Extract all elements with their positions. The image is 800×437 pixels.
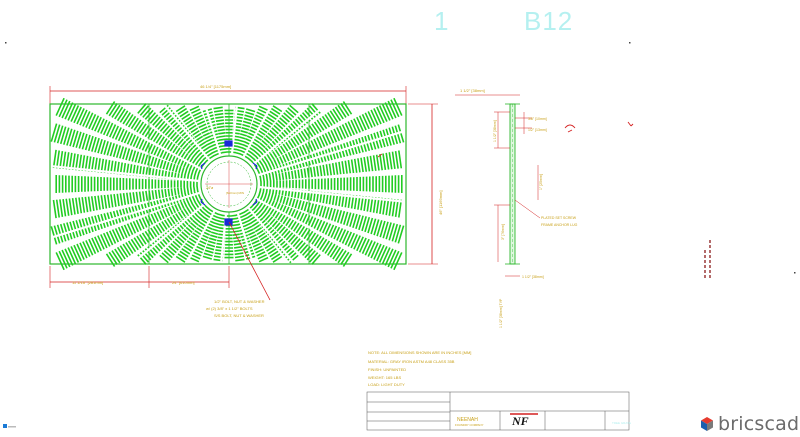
company-sub: FOUNDRY COMPANY <box>455 423 484 427</box>
company-name: NEENAH <box>457 417 478 423</box>
plan-view: 46 1/4" [1175mm] 24"ø [610mm] MIN 46" [1… <box>49 84 443 318</box>
section-dim-e: 3" [76mm] <box>501 224 505 240</box>
note-line-2: MATERIAL: GRAY IRON ASTM A48 CLASS 35B <box>368 359 455 364</box>
detail-mark-2 <box>627 121 634 127</box>
plan-dim-top: 46 1/4" [1175mm] <box>200 84 231 89</box>
section-note-2: FRAME ANCHOR LUG <box>541 223 578 227</box>
detail-mark-3 <box>377 153 383 158</box>
note-line-4: WEIGHT: 165 LBS <box>368 375 401 380</box>
section-dim-top: 1 1/2" [38mm] <box>460 88 485 93</box>
drawing-title: TREE GRATE <box>612 421 631 425</box>
svg-text:NF: NF <box>511 414 529 428</box>
opening-label: 24"ø <box>206 186 214 190</box>
bricscad-logo: bricscad <box>700 414 799 434</box>
callout-leader <box>228 221 271 301</box>
grate-slot-pattern <box>50 97 405 271</box>
detail-mark-4 <box>704 240 711 280</box>
section-dim-d: 1" [25mm] <box>539 174 543 190</box>
corner-marks <box>5 42 796 274</box>
note-line-5: LOAD: LIGHT DUTY <box>368 382 405 387</box>
section-dim-bottom: 1 1/2" [38mm] <box>522 275 544 279</box>
plan-dim-bottom-left: 11 1/16" [281mm] <box>72 280 103 285</box>
opening-sublabel: [610mm] MIN <box>226 191 244 195</box>
sheet-code: B12 <box>524 6 573 36</box>
callout-line-1: 1/2" BOLT, NUT & WASHER <box>214 299 265 304</box>
section-note-1: PLATED SET SCREW <box>541 216 577 220</box>
bricscad-wordmark: bricscad <box>718 413 800 435</box>
nf-logo: NF <box>508 413 540 428</box>
section-dim-side: 1 1/2" [38mm] TYP <box>499 298 503 328</box>
note-line-3: FINISH: UNPAINTED <box>368 367 406 372</box>
general-notes: NOTE: ALL DIMENSIONS SHOWN ARE IN INCHES… <box>368 350 471 387</box>
section-dim-c: 1 1/2" [38mm] <box>493 120 497 142</box>
grate-frame <box>49 103 407 265</box>
callout-line-3: S/S BOLT, NUT & WASHER <box>214 313 264 318</box>
bolt-markers <box>200 140 258 226</box>
note-line-1: NOTE: ALL DIMENSIONS SHOWN ARE IN INCHES… <box>368 350 471 355</box>
plan-dim-right: 46" [1169mm] <box>438 191 443 215</box>
plan-dim-bottom-mid: 24" [610mm] <box>172 280 195 285</box>
ucs-marker <box>3 424 16 428</box>
grate-ribs <box>51 105 405 263</box>
section-dim-a: 3/8" [10mm] <box>528 117 547 121</box>
section-dim-b: 1/2" [13mm] <box>528 128 547 132</box>
section-view: 1 1/2" [38mm] 3/8" [10mm] 1/2" [13mm] 1 … <box>377 88 711 328</box>
title-block <box>366 391 630 431</box>
callout-line-2: w/ (2) 3/8" x 1 1/2" BOLTS <box>206 306 253 311</box>
sheet-number: 1 <box>434 6 448 36</box>
detail-mark-1 <box>564 124 576 133</box>
bricscad-cube-icon <box>701 417 713 431</box>
